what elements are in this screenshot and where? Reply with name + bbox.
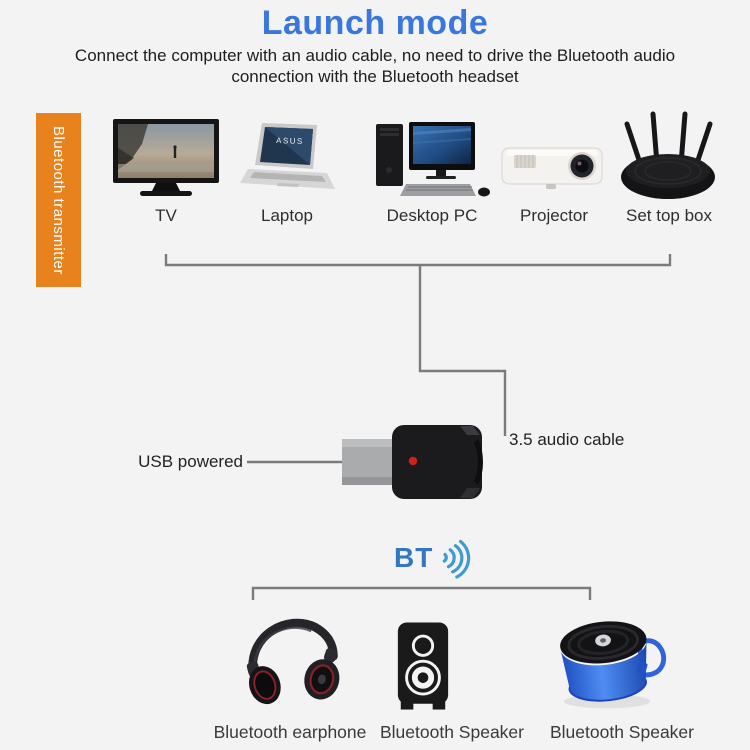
bluetooth-speaker-icon [397, 622, 449, 710]
laptop-image: ASUS [240, 123, 335, 189]
bluetooth-speaker-label-1: Bluetooth Speaker [380, 722, 524, 742]
projector-image [501, 147, 603, 189]
bluetooth-speaker-label-2: Bluetooth Speaker [550, 722, 694, 742]
tv-image [113, 119, 219, 196]
bottom-bracket-line [251, 586, 592, 600]
usb-powered-label: USB powered [138, 452, 243, 471]
audio-cable-label: 3.5 audio cable [509, 430, 625, 449]
bluetooth-earphone-image [246, 618, 340, 705]
projector-label: Projector [519, 206, 589, 225]
page-title: Launch mode [261, 4, 489, 42]
subtitle-line-2: connection with the Bluetooth headset [231, 67, 519, 86]
bt-signal-waves-icon [443, 539, 471, 579]
set-top-box-label: Set top box [625, 206, 712, 225]
bluetooth-transmitter-tag: Bluetooth transmitter [36, 113, 81, 287]
audio-cable-connector-line [418, 265, 507, 436]
laptop-brand-text: ASUS [276, 136, 304, 146]
desktop-pc-label: Desktop PC [386, 206, 478, 225]
bluetooth-earphone-label: Bluetooth earphone [213, 722, 367, 742]
page-subtitle: Connect the computer with an audio cable… [0, 45, 750, 87]
top-bracket-line [164, 254, 672, 267]
laptop-label: Laptop [261, 206, 313, 225]
bt-indicator: BT [394, 537, 472, 579]
desktop-pc-image [376, 122, 490, 197]
tv-label: TV [155, 206, 177, 225]
subtitle-line-1: Connect the computer with an audio cable… [74, 46, 676, 65]
set-top-box-image [621, 111, 715, 199]
bluetooth-speaker-image [560, 621, 667, 709]
bt-label: BT [394, 542, 434, 573]
usb-dongle-image [342, 425, 483, 499]
bluetooth-transmitter-tag-label: Bluetooth transmitter [50, 125, 67, 275]
dongle-led [408, 456, 418, 466]
